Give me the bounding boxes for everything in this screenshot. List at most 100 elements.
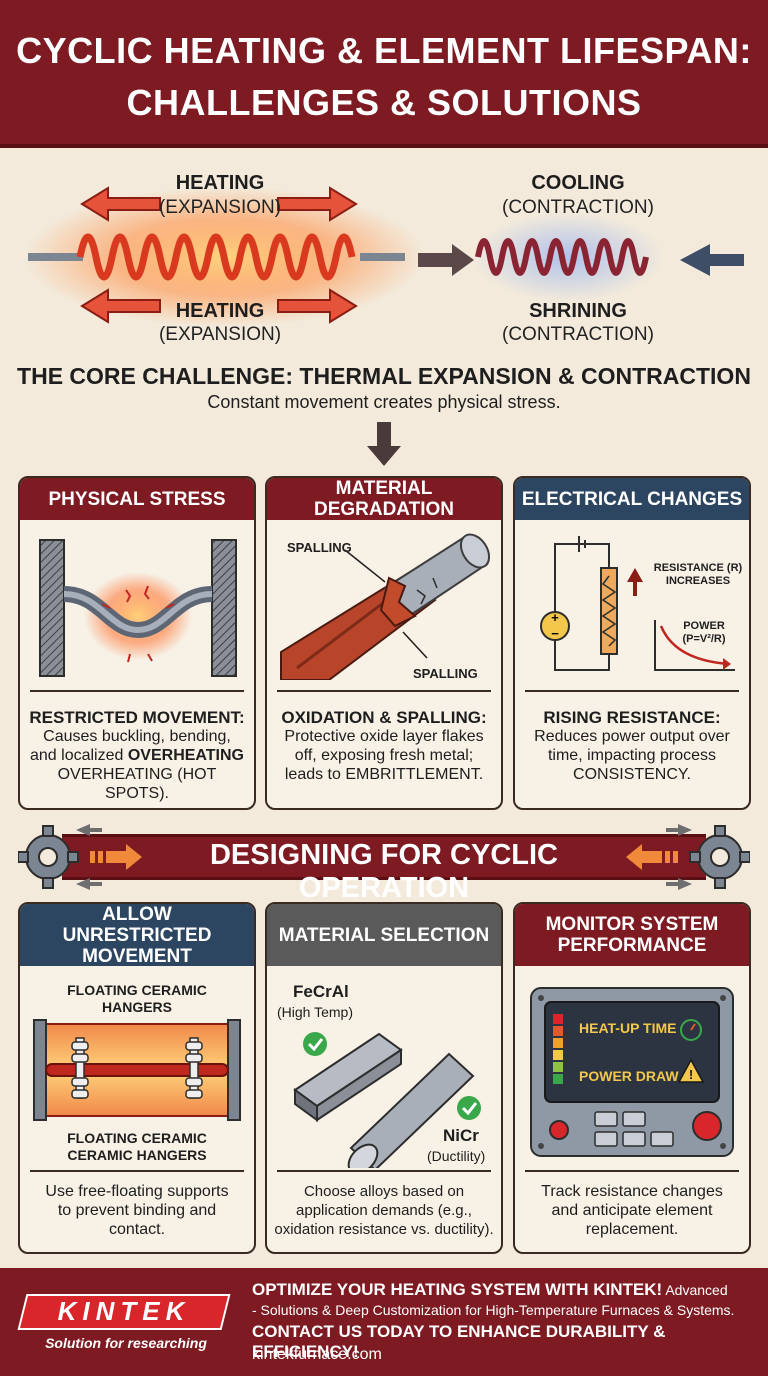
footer-website-link[interactable]: kintekfurnace.com — [252, 1346, 382, 1363]
line1: Choose alloys based on — [303, 1183, 465, 1200]
card-title-line1: ALLOW UNRESTRICTED — [62, 903, 212, 946]
line1: Causes buckling, bending, — [43, 728, 231, 745]
card-divider — [277, 690, 491, 692]
leader-line-top — [344, 549, 386, 583]
hanger-label-top-line2: HANGERS — [101, 999, 172, 1015]
cooling-top-sublabel: (CONTRACTION) — [502, 197, 654, 218]
clock-icon — [680, 1019, 702, 1041]
level-bar — [553, 1014, 563, 1084]
check-icon-feCrAl — [303, 1032, 327, 1056]
alloy1-name: FeCrAl — [293, 982, 349, 1001]
power-label-line1: POWER — [683, 620, 725, 632]
card-title-line2: PERFORMANCE — [557, 935, 707, 956]
warning-icon — [677, 1058, 705, 1083]
resistance-label: RESISTANCE (R) INCREASES — [645, 562, 749, 588]
card-heading: OXIDATION & SPALLING: — [281, 708, 487, 727]
circuit-illustration: + − — [540, 536, 735, 671]
alloy2-name: NiCr — [443, 1126, 479, 1145]
arrow-icon-left — [90, 844, 142, 870]
heating-bottom-label: HEATING — [175, 300, 265, 322]
card-electrical-changes: ELECTRICAL CHANGES + − RESISTANCE (R) IN… — [513, 476, 751, 810]
power-curve — [659, 625, 730, 666]
line2-bold: OVERHEATING — [127, 747, 244, 764]
line1: Use free-floating supports — [45, 1183, 229, 1200]
card-description: OXIDATION & SPALLING: Protective oxide l… — [273, 708, 495, 784]
graph-axes — [654, 620, 735, 671]
page-title-line2: CHALLENGES & SOLUTIONS — [126, 82, 642, 123]
heating-top-label: HEATING — [175, 172, 265, 194]
hot-wire-right — [360, 253, 405, 261]
expand-arrow-left-bottom-icon — [80, 288, 161, 324]
hot-spot — [84, 572, 192, 660]
footer-cta-line1: OPTIMIZE YOUR HEATING SYSTEM WITH KINTEK… — [252, 1280, 762, 1320]
card-heading: RESTRICTED MOVEMENT: — [29, 708, 245, 727]
line2: and anticipate element — [551, 1202, 713, 1219]
transition-arrow-icon — [418, 244, 474, 276]
line2-pre: and localized — [30, 747, 128, 764]
check-icon-niCr — [457, 1096, 481, 1120]
card-divider — [277, 1170, 491, 1172]
line1: Track resistance changes — [541, 1183, 723, 1200]
minus-sign: − — [551, 626, 559, 641]
card-material-selection: MATERIAL SELECTION FeCrAl (High Temp) Ni… — [265, 902, 503, 1254]
resistance-label-line2: INCREASES — [665, 575, 731, 587]
alloy2-note: (Ductility) — [427, 1148, 486, 1164]
cta-rest: Advanced — [662, 1282, 728, 1298]
line3: CONSISTENCY. — [573, 766, 691, 783]
banner-title: DESIGNING FOR CYCLIC OPERATION — [209, 839, 558, 904]
line3: replacement. — [585, 1221, 679, 1238]
card-title: MATERIAL DEGRADATION — [267, 478, 501, 520]
spalling-illustration — [280, 533, 491, 680]
check-mark — [461, 1102, 478, 1116]
hanger-label-bottom-line2: CERAMIC HANGERS — [67, 1147, 207, 1163]
line3: leads to EMBRITTLEMENT. — [284, 766, 484, 783]
cooling-bottom-label: SHRINING — [529, 300, 627, 322]
voltage-source-icon — [540, 611, 570, 641]
expand-arrow-right-bottom-icon — [277, 288, 358, 324]
check-mark — [307, 1038, 324, 1052]
expand-arrow-left-icon — [80, 186, 161, 222]
rod-end — [459, 533, 491, 569]
plus-sign: + — [551, 610, 559, 625]
heating-top-sublabel: (EXPANSION) — [158, 197, 282, 218]
card-description: Track resistance changes and anticipate … — [521, 1182, 743, 1239]
svg-text:!: ! — [689, 1067, 693, 1082]
line1: Reduces power output over — [534, 728, 730, 745]
leader-line-bottom — [402, 631, 428, 659]
alloy1-note: (High Temp) — [277, 1004, 353, 1020]
wall-left — [39, 539, 65, 677]
card-heading: RISING RESISTANCE: — [543, 708, 721, 727]
spalling-label-top: SPALLING — [287, 540, 352, 555]
line2: off, exposing fresh metal; — [294, 747, 474, 764]
hanger-label-bottom-line1: FLOATING CERAMIC — [67, 1130, 207, 1146]
line3: oxidation resistance vs. ductility). — [274, 1221, 494, 1238]
floating-hangers-illustration — [33, 1019, 241, 1121]
hot-coil — [76, 233, 356, 281]
control-panel-illustration: ! — [530, 987, 734, 1157]
card-title-line2: MOVEMENT — [82, 945, 192, 967]
thermal-expansion-illustration — [25, 186, 744, 327]
card-description: RESTRICTED MOVEMENT: Causes buckling, be… — [26, 708, 248, 803]
square-bar-end — [294, 1088, 318, 1122]
gear-icon-right — [689, 825, 750, 889]
small-arrows — [76, 824, 692, 890]
frame-left — [33, 1019, 47, 1121]
resistance-label-line1: RESISTANCE (R) — [653, 562, 743, 574]
cta-line2: - Solutions & Deep Customization for Hig… — [252, 1302, 735, 1318]
oxide-streak — [296, 598, 388, 670]
card-divider — [30, 690, 244, 692]
spall-flake — [379, 576, 417, 628]
card-title: MATERIAL SELECTION — [267, 904, 501, 966]
cooling-top-label: COOLING — [531, 172, 625, 194]
line1: Protective oxide layer flakes — [284, 728, 484, 745]
header-banner — [0, 0, 768, 148]
card-divider — [525, 1170, 739, 1172]
spalling-label-bottom: SPALLING — [413, 666, 478, 681]
screen-power-label: POWER DRAW — [579, 1068, 679, 1084]
wall-right — [211, 539, 237, 677]
kintek-logo: KINTEK — [57, 1296, 191, 1326]
card-divider — [525, 690, 739, 692]
line2: to prevent binding and — [57, 1202, 217, 1219]
heating-element — [45, 1063, 229, 1077]
